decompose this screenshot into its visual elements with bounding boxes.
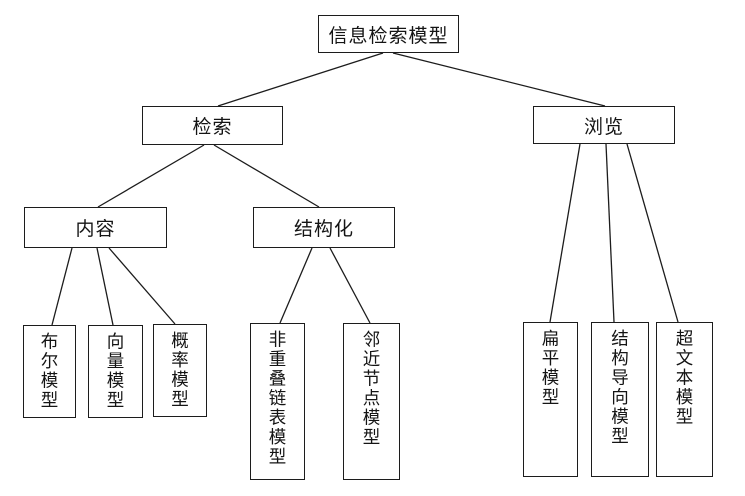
node-vector-model: 向量模型	[88, 325, 143, 418]
edge-retrieval-structured	[213, 144, 320, 208]
node-flat-model: 扁平模型	[523, 322, 578, 477]
node-probability-model: 概率模型	[153, 324, 207, 417]
edge-root-retrieval	[217, 52, 384, 107]
edge-content-probability	[108, 247, 176, 325]
node-vector-model-label: 向量模型	[105, 332, 125, 410]
node-probability-model-label: 概率模型	[169, 331, 190, 409]
edge-content-boolean	[51, 247, 73, 326]
node-browsing: 浏览	[533, 106, 675, 144]
edge-retrieval-content	[97, 144, 205, 208]
node-flat-model-label: 扁平模型	[540, 329, 560, 407]
node-structure-guided-model: 结构导向模型	[591, 322, 649, 477]
node-retrieval: 检索	[142, 106, 283, 145]
node-boolean-model-label: 布尔模型	[39, 332, 59, 410]
node-proximal-nodes-model-label: 邻近节点模型	[361, 330, 381, 447]
edge-content-vector	[96, 247, 114, 326]
node-content-label: 内容	[75, 219, 116, 240]
node-hypertext-model: 超文本模型	[656, 322, 713, 477]
node-boolean-model: 布尔模型	[23, 325, 76, 418]
node-retrieval-label: 检索	[192, 117, 233, 138]
edge-browsing-hypertext	[626, 143, 679, 323]
node-root-label: 信息检索模型	[328, 25, 449, 47]
node-nonoverlapping-lists-model: 非重叠链表模型	[250, 323, 305, 480]
node-hypertext-model-label: 超文本模型	[674, 329, 694, 427]
node-content: 内容	[24, 207, 167, 248]
edge-structured-nonoverlap	[279, 247, 313, 324]
node-root: 信息检索模型	[318, 15, 459, 53]
edge-structured-proximal	[329, 247, 371, 324]
edge-root-browsing	[392, 52, 606, 107]
edge-browsing-structguide	[605, 143, 615, 323]
node-structured: 结构化	[253, 207, 395, 248]
node-nonoverlapping-lists-model-label: 非重叠链表模型	[267, 330, 287, 467]
node-browsing-label: 浏览	[583, 116, 624, 138]
edge-browsing-flat	[549, 143, 581, 323]
node-structure-guided-model-label: 结构导向模型	[609, 329, 630, 446]
node-structured-label: 结构化	[293, 219, 354, 240]
node-proximal-nodes-model: 邻近节点模型	[343, 323, 400, 480]
